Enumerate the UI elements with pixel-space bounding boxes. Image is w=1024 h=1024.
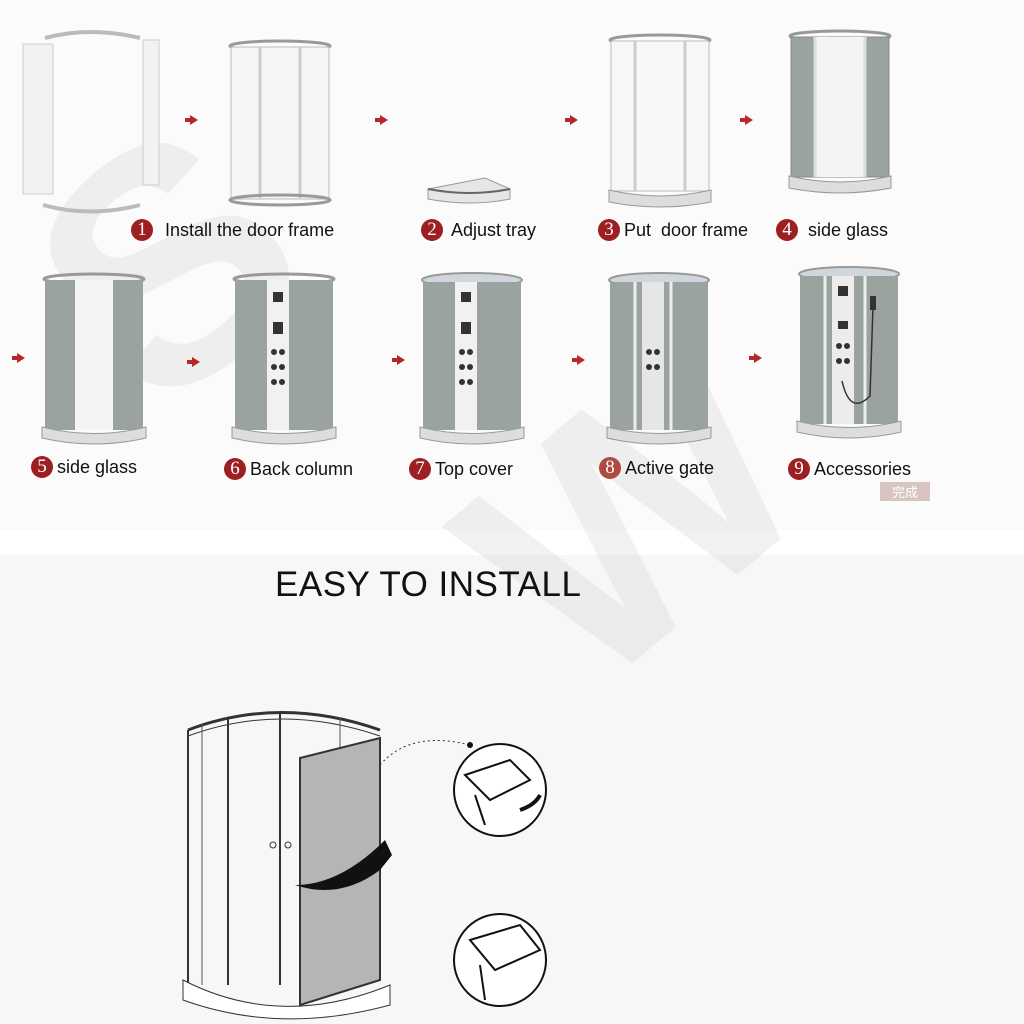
step-text: Accessories	[814, 458, 912, 479]
step-5-image	[41, 272, 147, 445]
step-number: 2	[421, 219, 443, 241]
step-text: Top cover	[435, 458, 514, 479]
complete-badge: 完成	[880, 482, 930, 501]
step-2-image	[228, 39, 332, 207]
step-8-image	[606, 272, 712, 445]
step-number: 9	[788, 458, 810, 480]
step-2-label: 2 Adjust tray	[421, 219, 536, 241]
step-number: 7	[409, 458, 431, 480]
step-number: 6	[224, 458, 246, 480]
shower-door-diagram	[182, 711, 392, 1020]
step-number: 5	[31, 456, 53, 478]
step-9-image	[796, 266, 902, 439]
step-1-image	[22, 30, 160, 214]
step-text: side glass	[57, 456, 138, 477]
step-1-label: 1 Install the door frame	[131, 219, 334, 241]
page-title: EASY TO INSTALL	[275, 565, 582, 604]
step-4-image	[608, 33, 712, 208]
step-text: Active gate	[625, 457, 715, 478]
arrow-icon	[187, 357, 200, 367]
step-7-image	[419, 272, 525, 445]
step-4-label: 4 side glass	[776, 219, 888, 241]
step-number: 8	[599, 457, 621, 479]
step-6-image	[231, 272, 337, 445]
arrow-icon	[392, 355, 405, 365]
step-text: Put door frame	[624, 219, 749, 240]
arrow-icon	[749, 353, 762, 363]
step-text: Adjust tray	[451, 219, 537, 240]
arrow-icon	[375, 115, 388, 125]
step-number: 4	[776, 219, 798, 241]
step-text: Install the door frame	[165, 219, 335, 240]
step-3-image	[427, 177, 511, 204]
step-5-image	[788, 29, 892, 194]
step-text: side glass	[808, 219, 889, 240]
arrow-icon	[572, 355, 585, 365]
step-number: 3	[598, 219, 620, 241]
step-text: Back column	[250, 458, 354, 479]
arrow-icon	[565, 115, 578, 125]
hinge-detail-diagram	[379, 740, 547, 1007]
arrow-icon	[740, 115, 753, 125]
step-number: 1	[131, 219, 153, 241]
arrow-icon	[12, 353, 25, 363]
arrow-icon	[185, 115, 198, 125]
